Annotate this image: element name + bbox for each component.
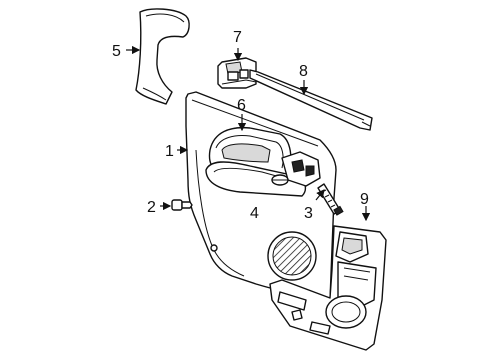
- window-switch-part: [217, 57, 257, 89]
- door-panel-part: [185, 91, 337, 303]
- callout-8: 8: [299, 63, 308, 80]
- callout-9: 9: [360, 191, 369, 208]
- leader-3: [315, 189, 325, 201]
- clip-part: [171, 199, 193, 211]
- callout-3: 3: [304, 205, 313, 222]
- callout-7: 7: [233, 29, 242, 46]
- pillar-trim-part: [135, 8, 190, 105]
- belt-molding-part: [249, 69, 373, 131]
- inner-panel-part: [269, 225, 387, 351]
- callout-5: 5: [112, 43, 121, 60]
- callout-1: 1: [165, 143, 174, 160]
- callout-2: 2: [147, 199, 156, 216]
- callout-labels: 5 7 8 6 1 2 3 4 9: [112, 29, 369, 222]
- callout-6: 6: [237, 97, 246, 114]
- leader-lines: [126, 45, 371, 222]
- callout-4: 4: [250, 205, 259, 222]
